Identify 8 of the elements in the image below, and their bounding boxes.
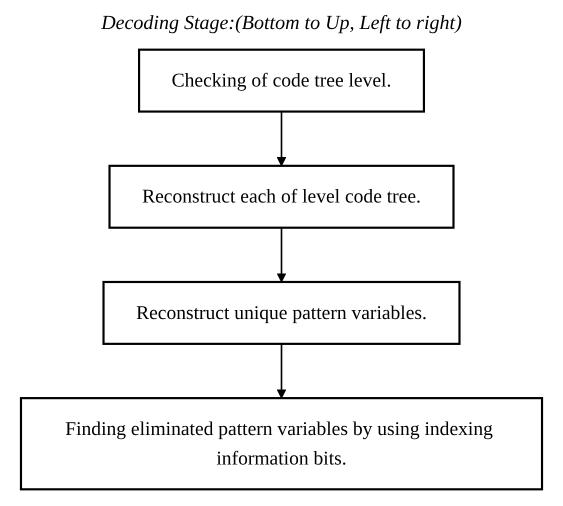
node-box: Finding eliminated pattern variables by using indexing information bits. [20, 397, 544, 490]
arrow [276, 112, 286, 166]
arrow [276, 344, 286, 399]
node-box: Reconstruct each of level code tree. [108, 164, 455, 229]
diagram-title: Decoding Stage:(Bottom to Up, Left to right) [101, 12, 462, 35]
arrow [276, 228, 286, 282]
node-box: Reconstruct unique pattern variables. [102, 280, 461, 345]
node-box: Checking of code tree level. [138, 48, 426, 113]
